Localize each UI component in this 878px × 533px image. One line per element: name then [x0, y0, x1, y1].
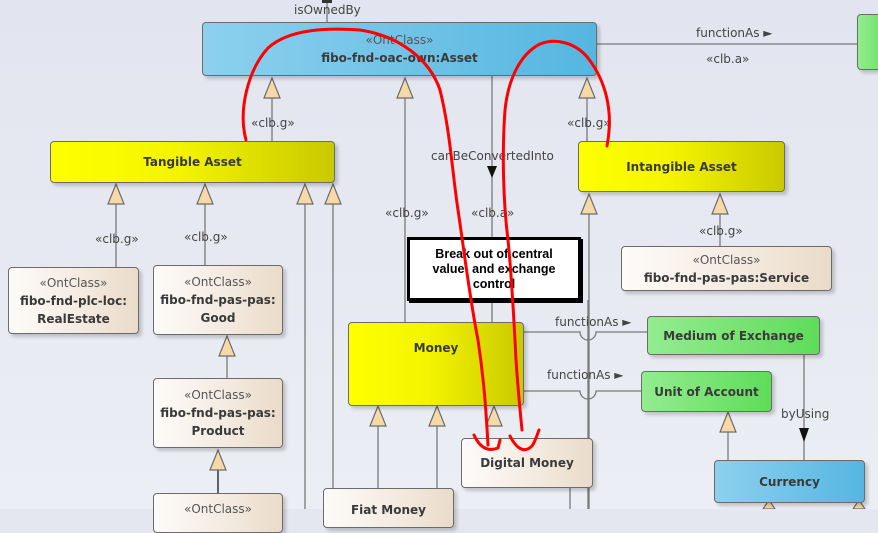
class-service[interactable]: «OntClass» fibo-fnd-pas-pas:Service	[621, 246, 832, 291]
stereotype-label: «OntClass»	[692, 252, 761, 267]
edge-label-function-as: functionAs ►	[696, 26, 773, 40]
edge-label-can-be-converted-into: canBeConvertedInto	[431, 149, 554, 163]
generalization-arrow-icon	[719, 410, 737, 433]
class-name-line1: fibo-fnd-pas-pas:	[160, 293, 276, 307]
direction-arrow-icon	[487, 166, 497, 178]
edge-label-function-as: functionAs ►	[547, 368, 624, 382]
generalization-arrow-icon	[107, 182, 125, 205]
class-unit-of-account[interactable]: Unit of Account	[641, 371, 772, 412]
generalization-arrow-icon	[369, 404, 387, 427]
generalization-arrow-icon	[263, 76, 281, 99]
stereotype-label: «OntClass»	[183, 275, 252, 289]
generalization-arrow-icon	[324, 182, 342, 205]
edge-label-function-as: functionAs ►	[555, 315, 632, 329]
generalization-arrow-icon	[578, 76, 596, 99]
class-good[interactable]: «OntClass» fibo-fnd-pas-pas: Good	[153, 265, 283, 335]
class-name: fibo-fnd-pas-pas:Service	[643, 270, 810, 285]
generalization-arrow-icon	[485, 404, 503, 427]
class-name: Intangible Asset	[626, 159, 737, 174]
generalization-arrow-icon	[428, 404, 446, 427]
edge-label-clb-g: «clb.g»	[699, 224, 743, 238]
red-freehand-arrow-right	[501, 39, 611, 452]
edge-label-clb-a: «clb.a»	[706, 52, 750, 66]
generalization-arrow-icon	[711, 192, 729, 215]
class-offscreen-green[interactable]	[857, 14, 878, 70]
class-name: Medium of Exchange	[663, 328, 804, 343]
generalization-arrow-icon	[852, 498, 866, 509]
stereotype-label: «OntClass»	[39, 275, 108, 290]
class-name: fibo-fnd-oac-own:Asset	[321, 51, 478, 65]
generalization-arrow-icon	[196, 182, 214, 205]
direction-arrow-icon	[799, 428, 809, 442]
red-annotation-layer	[241, 27, 611, 452]
stereotype-label: «OntClass»	[183, 388, 252, 402]
class-name-line2: Product	[191, 424, 245, 438]
class-name-line2: RealEstate	[37, 311, 110, 326]
red-freehand-arrow-left	[241, 27, 502, 451]
edge-label-is-owned-by: isOwnedBy	[294, 3, 361, 17]
class-name: Digital Money	[480, 456, 574, 470]
class-name-line1: fibo-fnd-pas-pas:	[160, 406, 276, 420]
is-owned-by-arrow-icon	[322, 0, 332, 3]
class-medium-of-exchange[interactable]: Medium of Exchange	[647, 316, 820, 355]
generalization-arrow-icon	[296, 182, 314, 205]
generalization-arrow-icon	[396, 76, 414, 99]
class-tangible-asset[interactable]: Tangible Asset	[50, 141, 335, 183]
edge-label-clb-g: «clb.g»	[251, 116, 295, 130]
edge-label-clb-a: «clb.a»	[471, 206, 515, 220]
edge-label-clb-g: «clb.g»	[184, 230, 228, 244]
class-intangible-asset[interactable]: Intangible Asset	[578, 141, 785, 192]
class-real-estate[interactable]: «OntClass» fibo-fnd-plc-loc: RealEstate	[8, 267, 139, 334]
edge-label-clb-g: «clb.g»	[95, 232, 139, 246]
class-name: Currency	[759, 474, 820, 489]
generalization-arrow-icon	[580, 192, 598, 215]
generalization-arrow-icon	[209, 448, 227, 471]
class-name: Unit of Account	[654, 384, 759, 399]
generalization-arrow-icon	[218, 334, 236, 357]
edge-label-clb-g: «clb.g»	[567, 116, 611, 130]
class-money[interactable]: Money	[348, 322, 524, 406]
class-currency[interactable]: Currency	[714, 460, 865, 503]
generalization-arrow-icon	[762, 498, 776, 509]
class-name-line2: Good	[200, 311, 236, 325]
edge-label-by-using: byUsing	[781, 407, 830, 421]
class-product[interactable]: «OntClass» fibo-fnd-pas-pas: Product	[153, 378, 283, 448]
class-name-line1: fibo-fnd-plc-loc:	[19, 293, 128, 308]
class-name: Tangible Asset	[143, 155, 242, 169]
class-name: Money	[413, 341, 459, 355]
edge-label-clb-g: «clb.g»	[385, 206, 429, 220]
